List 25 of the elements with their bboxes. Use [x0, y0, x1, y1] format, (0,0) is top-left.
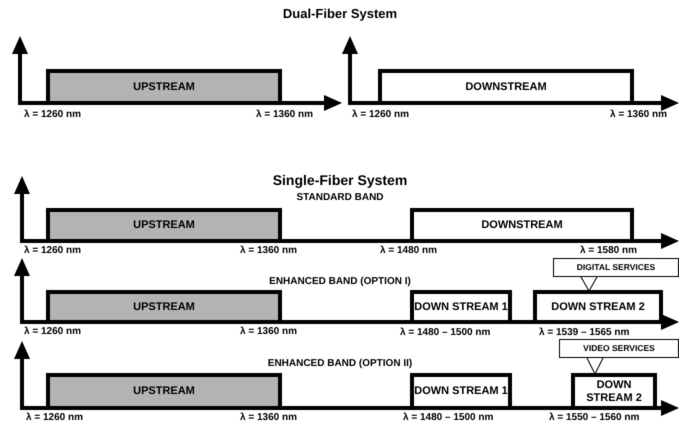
- callout-box: DIGITAL SERVICES: [553, 258, 679, 277]
- wavelength-label: λ = 1580 nm: [580, 245, 637, 256]
- band-heading: ENHANCED BAND (OPTION II): [268, 358, 412, 369]
- diagram-heading: Single-Fiber System: [272, 172, 408, 188]
- wavelength-label: λ = 1360 nm: [256, 109, 313, 120]
- wavelength-label: λ = 1260 nm: [26, 412, 83, 423]
- wavelength-label: λ = 1360 nm: [240, 245, 297, 256]
- wavelength-label: λ = 1480 – 1500 nm: [400, 327, 490, 338]
- callout-pointer: [580, 276, 598, 292]
- wavelength-label: λ = 1260 nm: [24, 109, 81, 120]
- wavelength-label: λ = 1360 nm: [240, 326, 297, 337]
- diagram-heading: Dual-Fiber System: [282, 6, 398, 21]
- wavelength-label: λ = 1260 nm: [24, 245, 81, 256]
- wavelength-label: λ = 1360 nm: [240, 412, 297, 423]
- wavelength-label: λ = 1480 nm: [380, 245, 437, 256]
- wavelength-label: λ = 1260 nm: [24, 326, 81, 337]
- wavelength-label: λ = 1550 – 1560 nm: [549, 412, 640, 423]
- callout-box: VIDEO SERVICES: [559, 339, 679, 358]
- wavelength-label: λ = 1360 nm: [610, 109, 667, 120]
- band-heading: ENHANCED BAND (OPTION I): [269, 276, 411, 287]
- wavelength-label: λ = 1480 – 1500 nm: [403, 412, 494, 423]
- band-heading: STANDARD BAND: [296, 192, 384, 203]
- callout-pointer: [586, 358, 604, 376]
- wavelength-label: λ = 1539 – 1565 nm: [539, 327, 630, 338]
- wavelength-label: λ = 1260 nm: [352, 109, 409, 120]
